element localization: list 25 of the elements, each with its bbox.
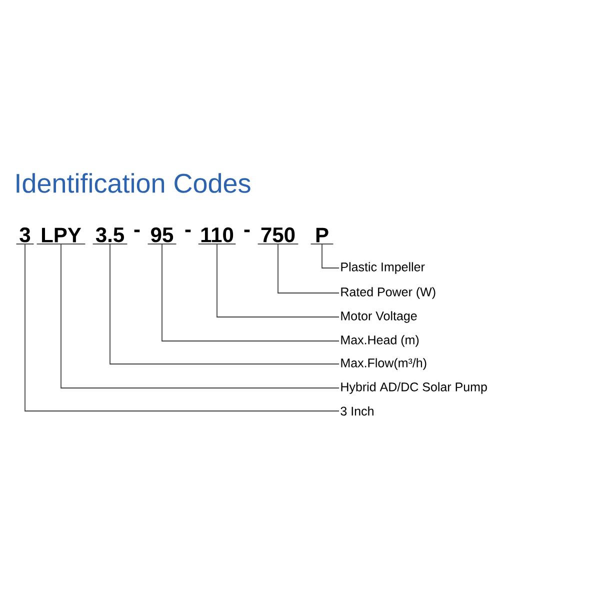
title: Identification Codes [16, 173, 250, 193]
description-label: 3 Inch [340, 406, 374, 416]
leader-line [60, 244, 340, 388]
separator-dash: - [134, 230, 140, 232]
leader-line [322, 244, 340, 268]
description-label: Plastic Impeller [341, 262, 425, 274]
code-segment: 110 [198, 227, 236, 244]
code-segment: 95 [147, 227, 177, 244]
separator-dash: - [244, 230, 250, 232]
leader-line [110, 244, 340, 364]
code-segment: 3.5 [92, 227, 128, 244]
code-segment: P [310, 228, 334, 244]
leader-line [278, 244, 340, 294]
description-label: Max.Flow(m³/h) [341, 358, 426, 370]
description-label: Hybrid AD/DC Solar Pump [341, 382, 487, 394]
code-segment: LPY [36, 228, 86, 244]
separator-dash: - [185, 230, 191, 232]
leader-line [24, 244, 340, 412]
description-label: Max.Head (m) [341, 335, 419, 347]
leader-line [162, 244, 340, 342]
code-segment: 750 [257, 227, 299, 244]
code-segment: 3 [16, 227, 34, 244]
leader-line [216, 244, 340, 318]
description-label: Rated Power (W) [341, 287, 436, 299]
description-label: Motor Voltage [341, 311, 417, 323]
